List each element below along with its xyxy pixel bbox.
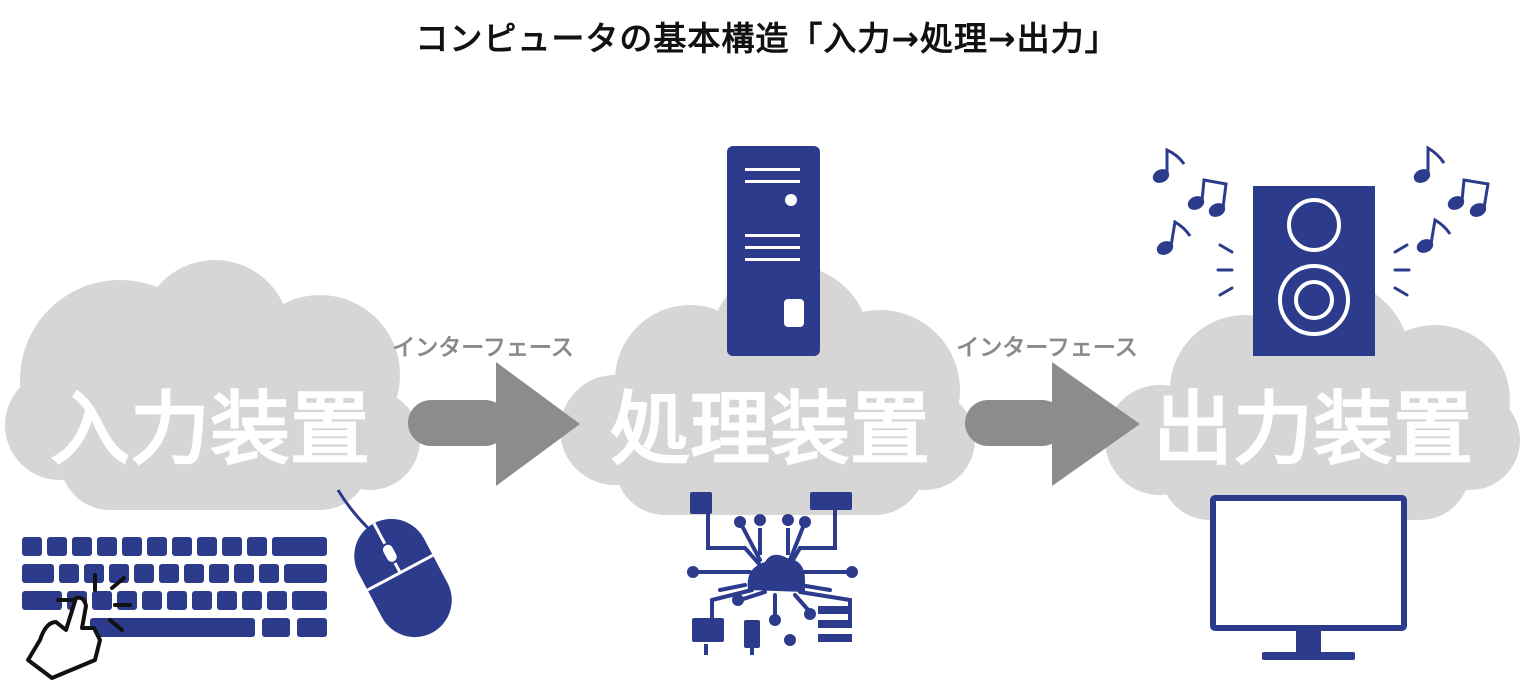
speaker-icon [1216,186,1411,356]
keyboard-icon [22,537,327,637]
mouse-icon [336,489,452,638]
pointing-hand-icon [26,573,132,680]
stage-label-output: 出力装置 [1153,383,1473,476]
arrow-process-to-output [965,362,1140,486]
monitor-icon [1210,495,1407,660]
server-tower-icon [727,146,820,356]
page-title: コンピュータの基本構造「入力→処理→出力」 [415,19,1119,58]
cloud-output [1105,280,1520,520]
interface-label-1: インターフェース [392,335,573,361]
music-note-icon [1152,145,1490,255]
interface-label-2: インターフェース [956,335,1137,361]
cloud-input [5,260,420,510]
arrow-input-to-process [408,362,580,486]
circuit-chip-icon [687,492,858,655]
stage-label-input: 入力装置 [50,383,370,476]
stage-label-process: 処理装置 [610,383,930,476]
